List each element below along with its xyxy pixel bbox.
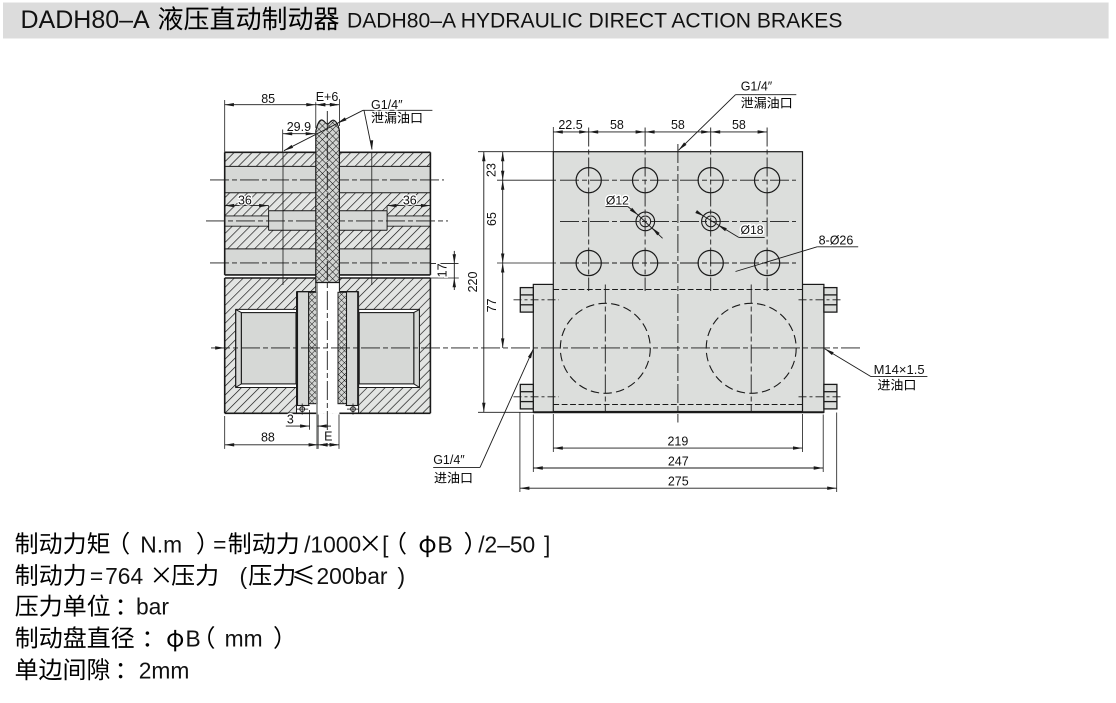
svg-text:E: E [324,430,332,444]
svg-text:]: ] [544,531,550,557]
svg-text:17: 17 [436,263,450,277]
svg-text:=: = [213,531,226,557]
svg-text:88: 88 [261,430,275,444]
svg-text:764: 764 [105,563,143,589]
svg-text:Ø18: Ø18 [741,223,764,237]
svg-text:bar: bar [136,594,169,620]
svg-text:85: 85 [261,92,275,106]
svg-text:36: 36 [403,193,417,207]
svg-text:(: ( [240,563,248,589]
svg-text:29.9: 29.9 [287,120,311,134]
svg-text:36: 36 [238,193,252,207]
svg-text:77: 77 [485,298,499,312]
svg-text:/1000: /1000 [304,531,361,557]
svg-text:G1/4″: G1/4″ [741,80,773,94]
svg-text:200bar: 200bar [317,563,388,589]
svg-text:G1/4″: G1/4″ [371,98,403,112]
svg-text:mm: mm [225,626,263,652]
svg-text:B: B [186,626,201,652]
svg-text:DADH80–A: DADH80–A [21,6,151,34]
svg-text:B: B [438,531,453,557]
svg-text:/2–50: /2–50 [478,531,535,557]
svg-text:G1/4″: G1/4″ [433,453,465,467]
svg-text:[: [ [382,531,389,557]
svg-text:219: 219 [667,434,688,448]
svg-text:E+6: E+6 [316,90,339,104]
svg-text:8-Ø26: 8-Ø26 [819,234,854,248]
svg-text:23: 23 [484,163,498,177]
svg-text:=: = [90,563,103,589]
svg-text:): ) [398,563,406,589]
svg-text:58: 58 [732,118,746,132]
svg-text:DADH80–A HYDRAULIC DIRECT ACTI: DADH80–A HYDRAULIC DIRECT ACTION BRAKES [347,9,842,32]
svg-text:58: 58 [610,118,624,132]
svg-text:M14×1.5: M14×1.5 [874,362,925,377]
svg-text:247: 247 [668,454,689,468]
svg-text:65: 65 [485,212,499,226]
svg-text:275: 275 [668,475,689,489]
svg-text:N.m: N.m [140,531,182,557]
svg-text:58: 58 [671,118,685,132]
svg-text:22.5: 22.5 [558,118,582,132]
svg-text:220: 220 [466,272,480,293]
svg-text:3: 3 [287,412,294,426]
svg-text:2mm: 2mm [139,657,190,683]
svg-text:Ø12: Ø12 [606,194,629,208]
